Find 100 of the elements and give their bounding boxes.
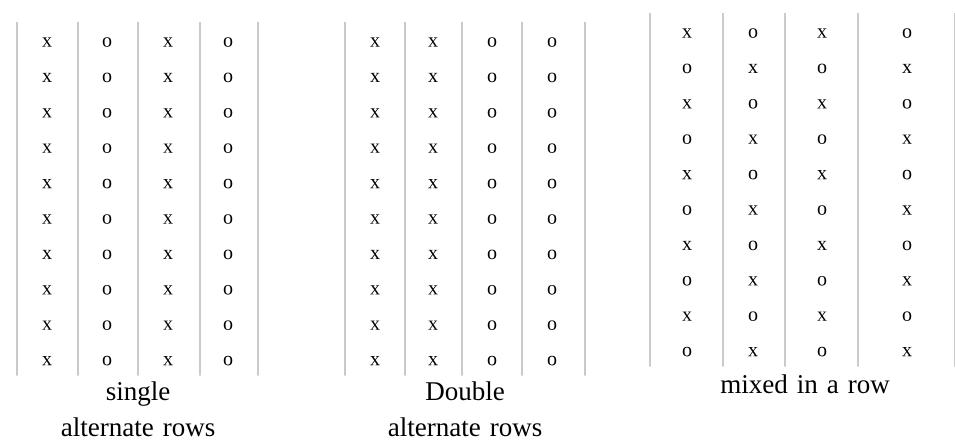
- plant-symbol: o: [224, 356, 232, 366]
- plant-symbol: x: [748, 205, 758, 215]
- plant-symbol: x: [42, 250, 52, 259]
- plant-symbol: o: [548, 37, 556, 47]
- plant-symbol: x: [42, 320, 52, 330]
- plant-symbol: x: [902, 347, 912, 356]
- plant-symbol: x: [370, 144, 380, 153]
- plant-symbol: o: [548, 72, 556, 82]
- plant-symbol: x: [817, 170, 827, 180]
- plant-symbol: o: [902, 28, 912, 38]
- plant-symbol: o: [102, 214, 112, 224]
- plant-symbol: x: [817, 99, 827, 108]
- plant-symbol: x: [902, 134, 912, 144]
- plant-symbol: x: [370, 179, 380, 188]
- plant-symbol: o: [818, 346, 826, 356]
- plant-symbol: o: [488, 72, 496, 82]
- plant-symbol: x: [428, 356, 438, 366]
- plant-symbol: x: [42, 356, 52, 366]
- plant-symbol: o: [902, 170, 912, 180]
- plant-symbol: o: [224, 285, 232, 295]
- plant-symbol: x: [163, 144, 173, 153]
- plant-symbol: o: [902, 311, 912, 321]
- plant-symbol: x: [42, 144, 52, 153]
- caption-text: Double alternate rows: [388, 381, 542, 436]
- plant-symbol: x: [748, 276, 758, 286]
- plant-symbol: o: [488, 178, 496, 188]
- plant-symbol: x: [748, 347, 758, 356]
- plant-symbol: x: [902, 276, 912, 286]
- plant-symbol: x: [902, 64, 912, 73]
- plant-symbol: o: [102, 285, 112, 295]
- plant-symbol: x: [370, 320, 380, 330]
- plant-symbol: o: [102, 178, 112, 188]
- plant-symbol: o: [102, 320, 112, 330]
- plant-symbol: x: [163, 250, 173, 259]
- plant-symbol: x: [428, 108, 438, 118]
- plant-symbol: x: [42, 72, 52, 82]
- plant-symbol: x: [748, 64, 758, 73]
- plant-symbol: x: [682, 28, 692, 38]
- plant-symbol: o: [548, 250, 556, 260]
- plant-symbol: x: [163, 285, 173, 294]
- plant-symbol: o: [224, 72, 232, 82]
- plant-symbol: x: [817, 28, 827, 38]
- plant-symbol: o: [682, 276, 692, 286]
- plant-symbol: o: [548, 143, 556, 153]
- plant-symbol: o: [488, 356, 496, 366]
- plant-symbol: o: [748, 311, 758, 321]
- plant-symbol: o: [682, 134, 692, 144]
- plant-symbol: x: [42, 108, 52, 118]
- plant-symbol: x: [370, 214, 380, 224]
- plant-symbol: x: [817, 312, 827, 321]
- plant-symbol: x: [370, 250, 380, 259]
- plant-symbol: x: [682, 99, 692, 108]
- plant-symbol: o: [682, 64, 692, 74]
- plant-symbol: o: [224, 320, 232, 330]
- plant-symbol: x: [163, 214, 173, 224]
- plant-symbol: o: [102, 108, 112, 118]
- plant-symbol: x: [428, 214, 438, 224]
- plant-symbol: o: [224, 37, 232, 47]
- plant-symbol: x: [163, 179, 173, 188]
- plant-symbol: x: [428, 285, 438, 294]
- plant-symbol: o: [548, 285, 556, 295]
- plant-symbol: o: [748, 28, 758, 38]
- plant-symbol: x: [748, 134, 758, 144]
- plant-symbol: o: [224, 108, 232, 118]
- plant-symbol: x: [370, 285, 380, 294]
- plant-symbol: o: [102, 143, 112, 153]
- plant-symbol: x: [428, 250, 438, 259]
- plant-symbol: o: [488, 143, 496, 153]
- plant-symbol: x: [428, 37, 438, 47]
- plant-symbol: x: [42, 179, 52, 188]
- plant-symbol: o: [818, 276, 826, 286]
- plant-symbol: o: [818, 205, 826, 215]
- plant-symbol: o: [224, 214, 232, 224]
- plant-symbol: o: [488, 214, 496, 224]
- plant-symbol: x: [370, 356, 380, 366]
- plant-symbol: o: [548, 214, 556, 224]
- plant-symbol: o: [748, 240, 758, 250]
- plant-symbol: o: [488, 285, 496, 295]
- plant-symbol: o: [818, 64, 826, 74]
- caption-text: mixed in a row: [720, 374, 890, 394]
- plant-symbol: x: [370, 108, 380, 118]
- plant-symbol: o: [748, 170, 758, 180]
- plant-symbol: o: [102, 72, 112, 82]
- plant-symbol: x: [163, 320, 173, 330]
- plant-symbol: x: [428, 179, 438, 188]
- plant-symbol: x: [370, 37, 380, 47]
- plant-symbol: x: [682, 240, 692, 250]
- plant-symbol: x: [902, 205, 912, 215]
- plant-symbol: x: [42, 214, 52, 224]
- plant-symbol: o: [682, 205, 692, 215]
- plant-symbol: x: [163, 108, 173, 118]
- plant-symbol: x: [817, 240, 827, 250]
- plant-symbol: x: [163, 37, 173, 47]
- plant-symbol: x: [428, 320, 438, 330]
- plant-symbol: o: [488, 108, 496, 118]
- plant-symbol: o: [224, 250, 232, 260]
- plant-symbol: x: [370, 72, 380, 82]
- plant-symbol: o: [488, 320, 496, 330]
- plant-symbol: o: [102, 37, 112, 47]
- plant-symbol: o: [548, 320, 556, 330]
